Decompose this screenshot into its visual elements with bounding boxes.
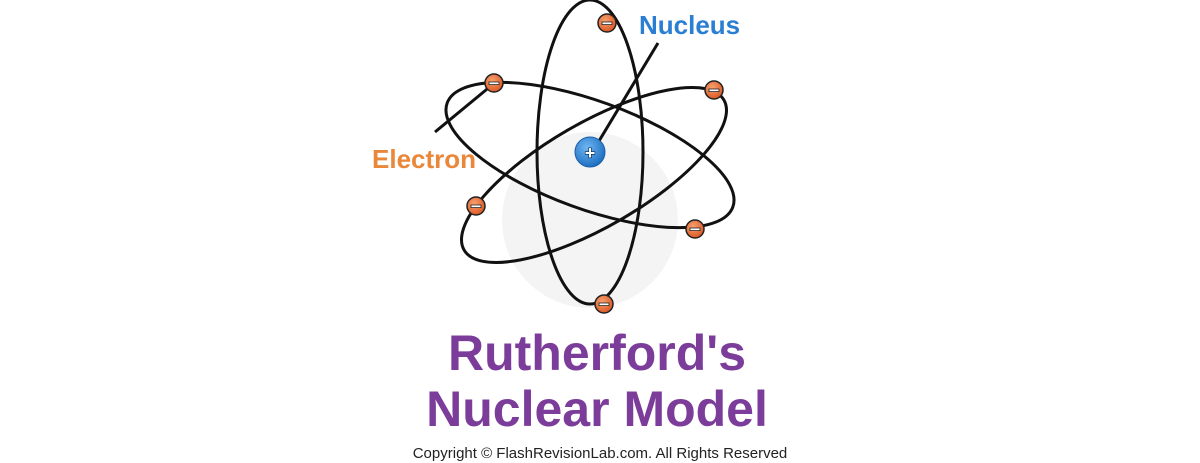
electrons bbox=[466, 13, 724, 314]
electron bbox=[597, 13, 617, 33]
copyright-text: Copyright © FlashRevisionLab.com. All Ri… bbox=[413, 445, 788, 462]
minus-sign bbox=[488, 81, 500, 85]
electron bbox=[685, 219, 705, 239]
minus-sign bbox=[708, 88, 720, 92]
electron bbox=[704, 80, 724, 100]
title-line-2: Nuclear Model bbox=[426, 381, 768, 437]
orbits bbox=[444, 0, 736, 306]
plus-icon: + bbox=[585, 143, 596, 163]
electron bbox=[484, 73, 504, 93]
watermark-circle bbox=[502, 132, 678, 308]
minus-sign bbox=[689, 227, 701, 231]
nucleus-label: Nucleus bbox=[639, 10, 740, 40]
minus-sign bbox=[598, 302, 610, 306]
electron bbox=[466, 196, 486, 216]
electron-leader-line bbox=[434, 83, 493, 134]
nucleus: + bbox=[574, 136, 606, 168]
title-line-1: Rutherford's bbox=[448, 325, 746, 381]
orbit-tilted-down bbox=[444, 80, 736, 230]
minus-sign bbox=[470, 204, 482, 208]
nucleus-leader-line bbox=[594, 42, 660, 147]
nucleus-sphere bbox=[574, 136, 606, 168]
electron-label: Electron bbox=[372, 144, 476, 174]
electron bbox=[594, 294, 614, 314]
orbit-vertical bbox=[535, 0, 645, 306]
minus-sign bbox=[601, 21, 613, 25]
orbit-tilted-up bbox=[460, 86, 728, 264]
